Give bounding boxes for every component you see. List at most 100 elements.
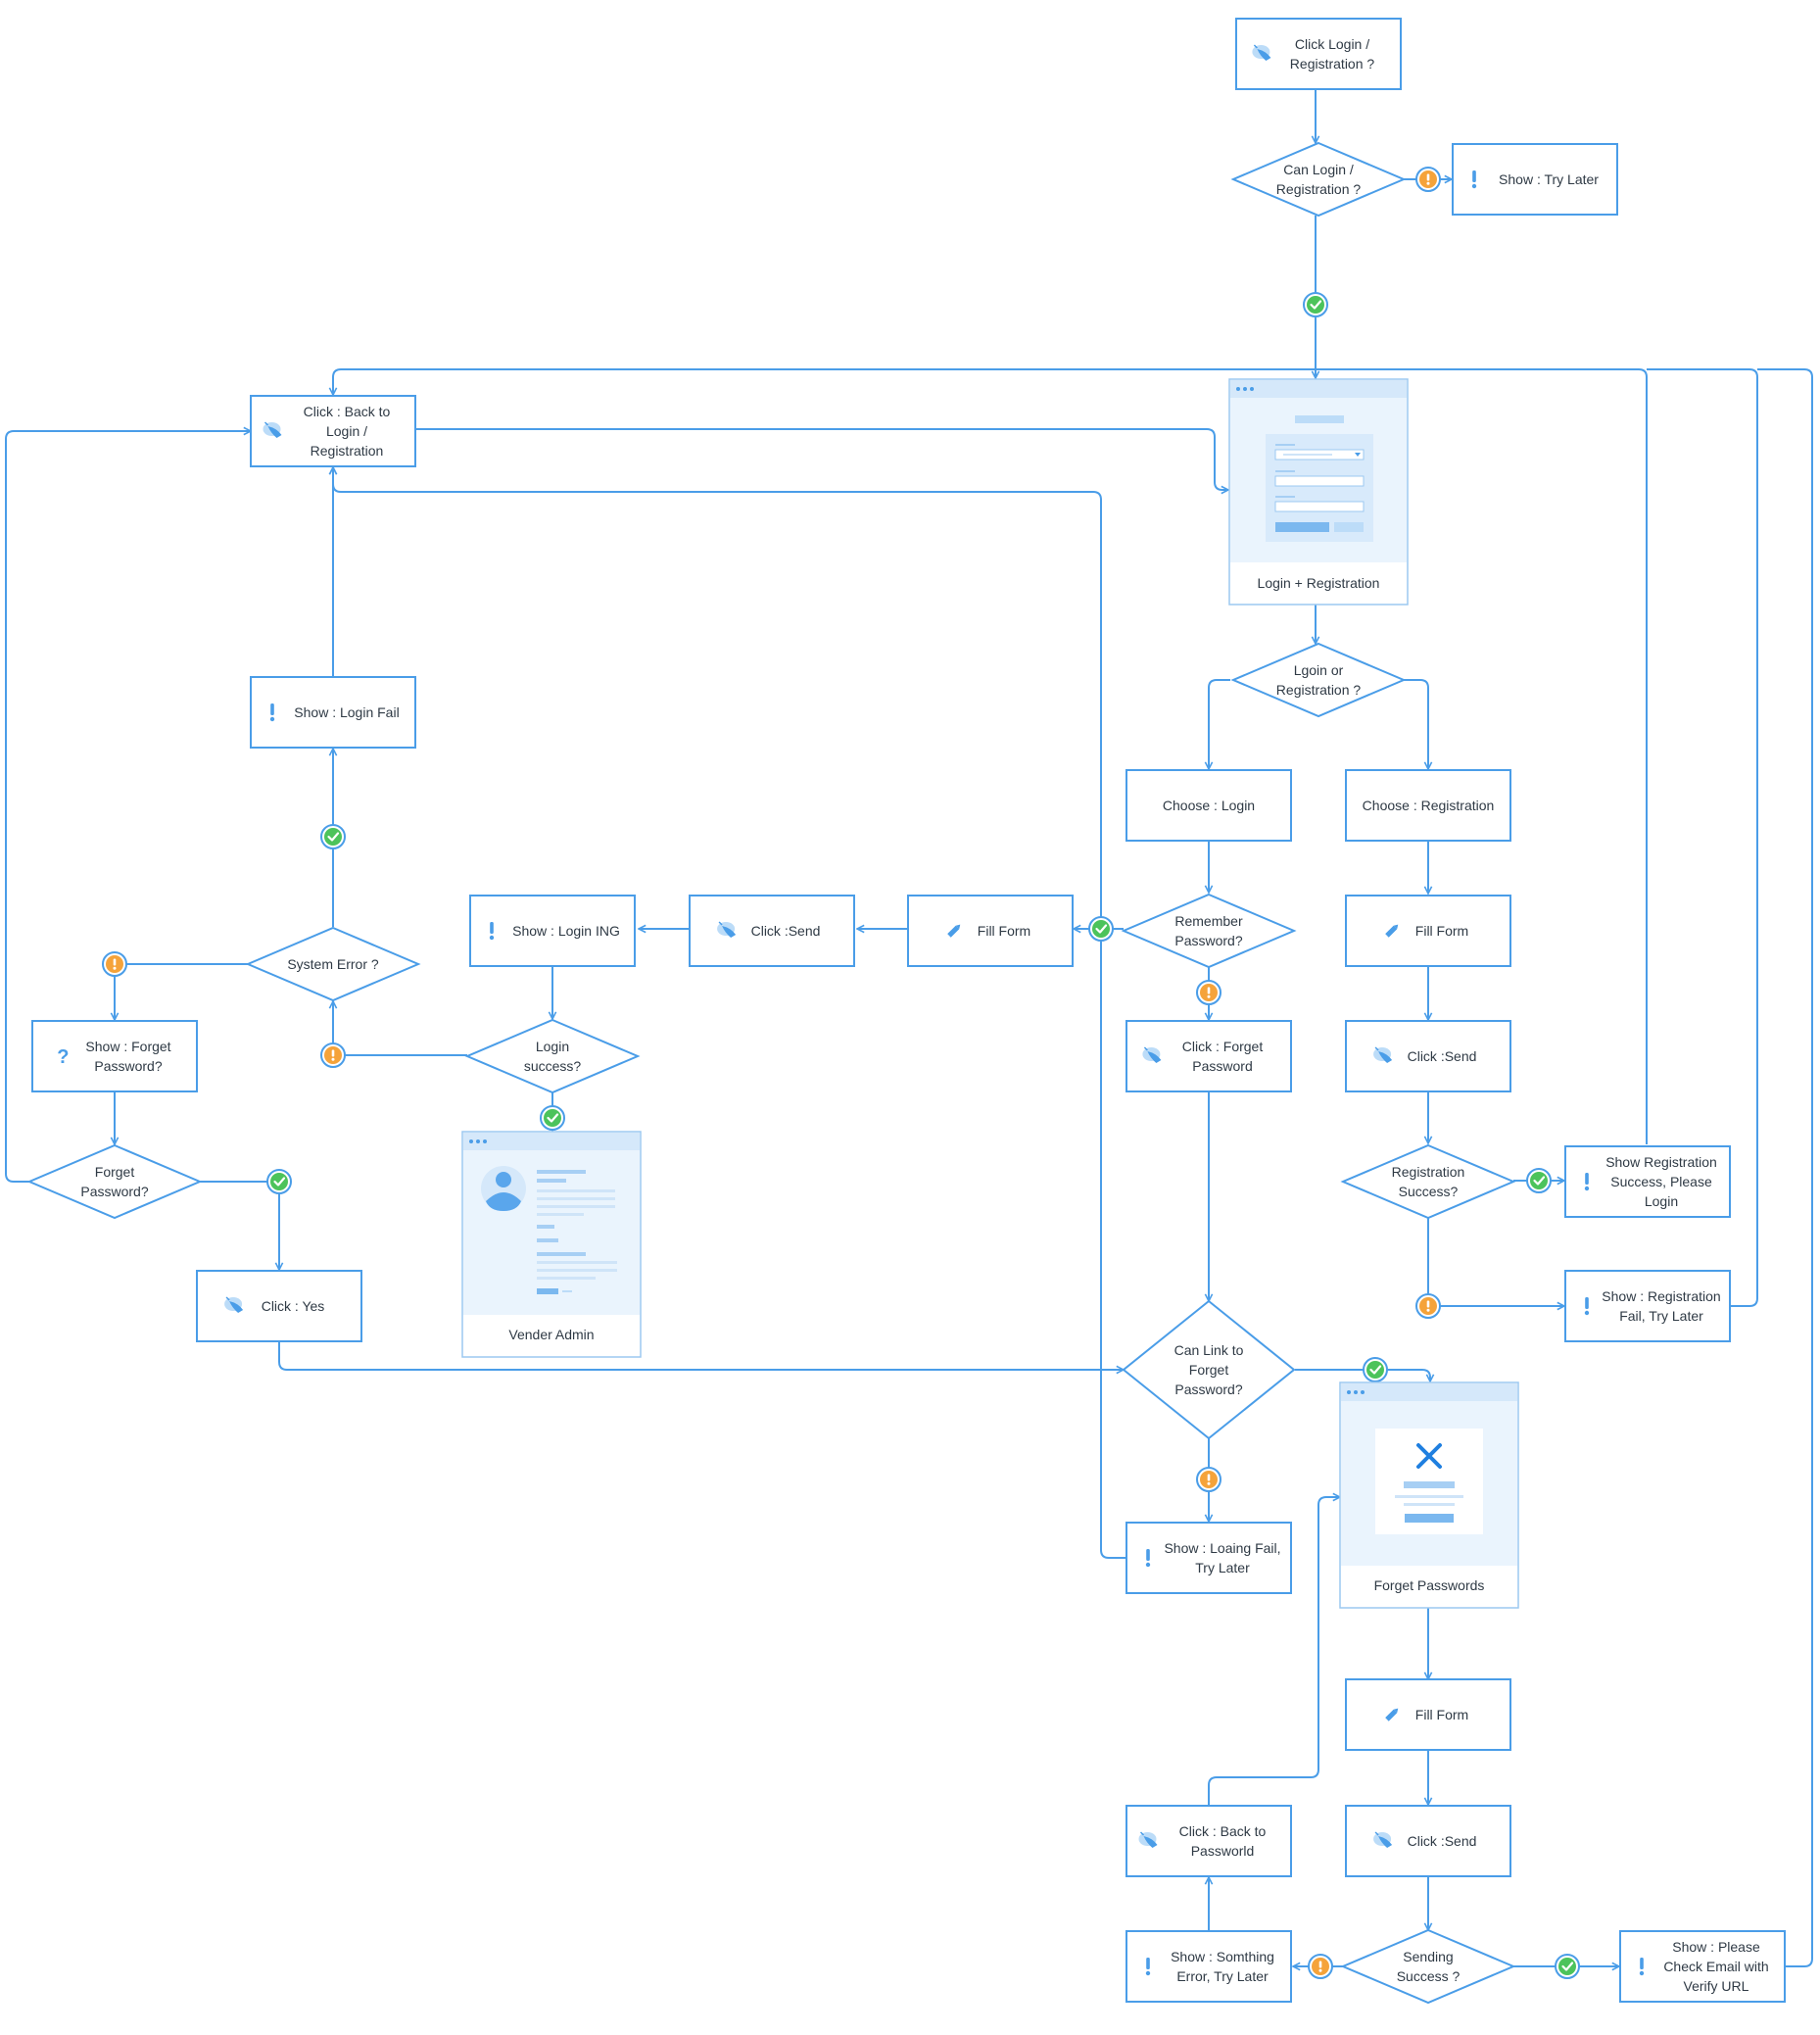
node-label: Click :Send — [1408, 1833, 1477, 1849]
screen-caption: Vender Admin — [508, 1327, 594, 1342]
edge-back-to-login-screen — [415, 428, 1228, 490]
node-label: Password — [1192, 1058, 1252, 1074]
click-login-registration-node[interactable]: Click Login / Registration ? — [1235, 18, 1402, 90]
cursor-click-icon — [224, 1296, 244, 1313]
node-label: Registration ? — [1290, 56, 1375, 72]
node-label: Click Login / — [1295, 36, 1369, 52]
show-try-later-node[interactable]: Show : Try Later — [1452, 143, 1618, 216]
show-login-fail-node[interactable]: Show : Login Fail — [250, 676, 416, 749]
warning-icon — [1318, 1961, 1322, 1972]
show-login-ing-node[interactable]: Show : Login ING — [469, 895, 636, 967]
warning-icon — [1207, 987, 1211, 998]
node-label: Show : Please — [1672, 1939, 1760, 1955]
pencil-icon — [1385, 1708, 1399, 1721]
alert-icon — [489, 922, 495, 941]
node-label: Show : Login Fail — [294, 704, 399, 720]
badge-warn — [1196, 1467, 1221, 1492]
alert-icon — [1639, 1958, 1645, 1976]
badge-ok — [1303, 292, 1328, 317]
edge-check-email-to-top-line — [1757, 368, 1813, 1967]
vender-admin-screen[interactable]: Vender Admin — [461, 1131, 642, 1358]
node-label: Password? — [1174, 1381, 1242, 1397]
choose-registration-node[interactable]: Choose : Registration — [1345, 769, 1511, 842]
node-label: Choose : Login — [1163, 798, 1255, 813]
cursor-click-icon — [263, 421, 282, 438]
node-label: Passworld — [1191, 1843, 1255, 1859]
fill-form-login-node[interactable]: Fill Form — [907, 895, 1074, 967]
badge-warn — [1308, 1954, 1333, 1979]
edge-click-yes-to-can-link — [278, 1342, 1124, 1370]
node-label: Fill Form — [978, 923, 1030, 939]
node-label: Password? — [1174, 933, 1242, 948]
node-label: Login — [536, 1039, 569, 1054]
avatar-icon — [481, 1166, 526, 1211]
status-badges — [102, 167, 1580, 1979]
alert-icon — [1145, 1958, 1151, 1976]
node-label: Success ? — [1397, 1968, 1461, 1984]
svg-text:?: ? — [57, 1046, 69, 1068]
edge-decision-to-choose-login — [1209, 679, 1230, 769]
click-send-login-node[interactable]: Click :Send — [689, 895, 855, 967]
check-icon — [1095, 924, 1108, 934]
node-label: Forget — [95, 1164, 135, 1180]
node-label: Registration ? — [1276, 682, 1362, 698]
can-login-registration-decision[interactable]: Can Login /Registration ? — [1230, 141, 1407, 218]
node-label: Show : Try Later — [1499, 171, 1599, 187]
badge-warn — [1415, 167, 1441, 192]
screen-caption: Forget Passwords — [1374, 1577, 1485, 1593]
system-error-decision[interactable]: System Error ? — [245, 926, 421, 1002]
badge-ok — [540, 1105, 565, 1131]
badge-warn — [320, 1042, 346, 1068]
edge-reg-fail-to-top-line — [1647, 368, 1758, 1307]
show-loading-fail-node[interactable]: Show : Loaing Fail,Try Later — [1126, 1522, 1292, 1594]
badge-ok — [1363, 1357, 1388, 1382]
check-icon — [547, 1113, 559, 1123]
screen-caption: Login + Registration — [1258, 575, 1380, 591]
forget-passwords-screen[interactable]: Forget Passwords — [1339, 1381, 1519, 1609]
node-label: Click : Back to — [1179, 1823, 1267, 1839]
node-label: Lgoin or — [1294, 662, 1344, 678]
edge-forget-no-to-back-to-login — [5, 431, 251, 1183]
click-yes-node[interactable]: Click : Yes — [196, 1270, 362, 1342]
warning-icon — [113, 958, 117, 970]
cursor-click-icon — [1373, 1831, 1393, 1848]
check-icon — [1369, 1365, 1382, 1375]
choose-login-node[interactable]: Choose : Login — [1126, 769, 1292, 842]
close-icon — [1416, 1443, 1442, 1469]
node-label: Registration — [311, 443, 384, 459]
node-label: Login — [1645, 1193, 1678, 1209]
node-label: Click : Yes — [262, 1298, 325, 1314]
node-label: Fail, Try Later — [1619, 1308, 1703, 1324]
edge-system-error-to-forget-question — [115, 963, 248, 1020]
alert-icon — [1584, 1297, 1590, 1316]
node-label: Password? — [94, 1058, 162, 1074]
login-or-registration-decision[interactable]: Lgoin or Registration ? — [1230, 642, 1407, 718]
node-label: Click : Forget — [1182, 1039, 1264, 1054]
alert-icon — [1471, 170, 1477, 189]
node-label: Show : Loaing Fail, — [1164, 1540, 1280, 1556]
cursor-click-icon — [1252, 44, 1271, 61]
click-back-to-password-node[interactable]: Click : Back to Passworld — [1126, 1805, 1292, 1877]
fill-form-registration-node[interactable]: Fill Form — [1345, 895, 1511, 967]
edge-login-success-to-system-error — [333, 1001, 467, 1056]
login-registration-screen[interactable]: Login + Registration — [1228, 378, 1409, 606]
fill-form-forget-password-node[interactable]: Fill Form — [1345, 1678, 1511, 1751]
badge-warn — [1196, 980, 1221, 1005]
click-send-forget-password-node[interactable]: Click :Send — [1345, 1805, 1511, 1877]
edge-decision-to-choose-registration — [1401, 679, 1428, 769]
click-send-registration-node[interactable]: Click :Send — [1345, 1020, 1511, 1092]
edge-success-msg-to-back-to-login — [333, 368, 1648, 1144]
